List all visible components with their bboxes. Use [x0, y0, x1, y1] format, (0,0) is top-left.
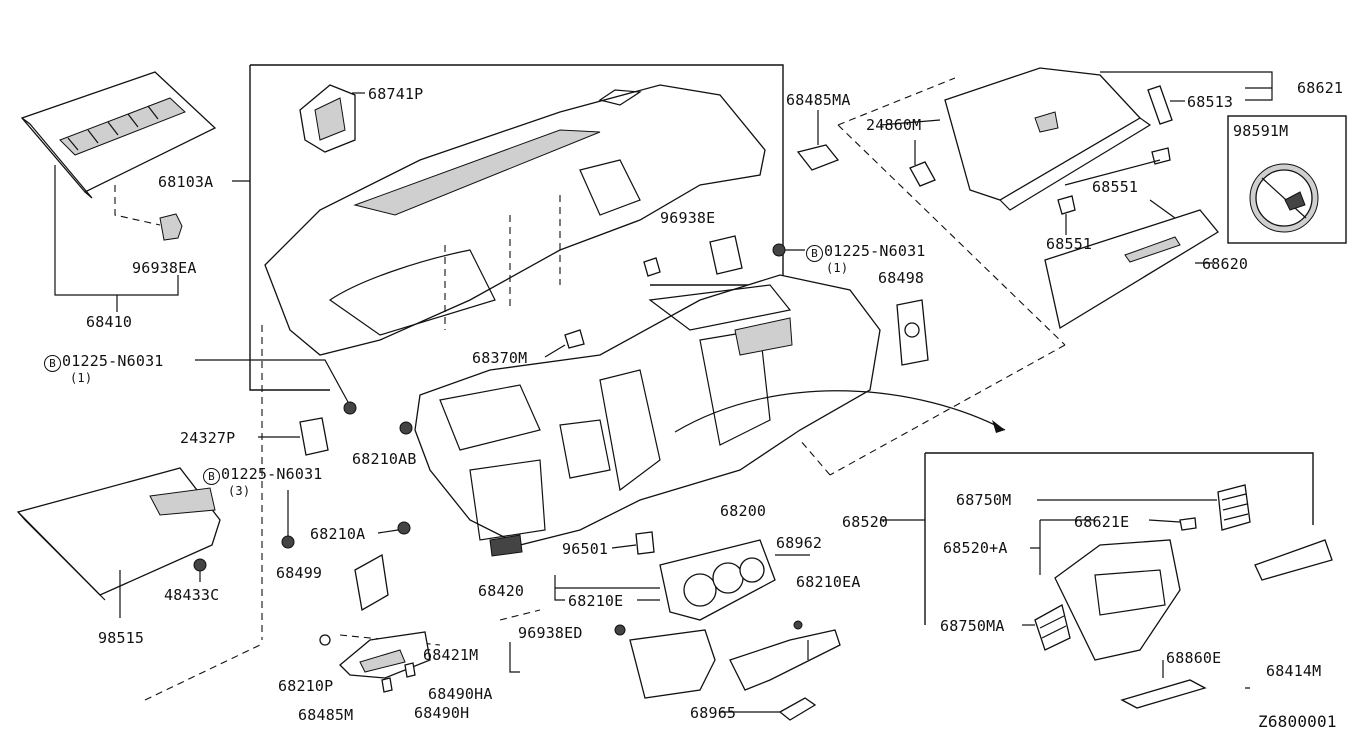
callout-68750M: 68750M [956, 491, 1012, 509]
callout-01225-left-text: 01225-N6031 [62, 352, 164, 370]
clip-68210EA [793, 620, 803, 630]
bracket-68370M [564, 329, 585, 349]
callout-96501: 96501 [562, 540, 609, 558]
clip-96938ED [614, 624, 626, 636]
callout-68490H: 68490H [414, 704, 470, 722]
group-box-upper-panel [249, 64, 784, 391]
bracket-68499 [354, 553, 389, 612]
bracket-68414M [1120, 660, 1250, 709]
bracket-24327P [299, 417, 329, 456]
callout-96938ED: 96938ED [518, 624, 583, 642]
callout-68499: 68499 [276, 564, 323, 582]
callout-68210AB: 68210AB [352, 450, 417, 468]
bracket-right-68520 [1254, 539, 1333, 581]
callout-98591M: 98591M [1233, 122, 1289, 140]
clip-96938EA [114, 185, 183, 241]
callout-68551-b: 68551 [1046, 235, 1093, 253]
callout-68210P: 68210P [278, 677, 334, 695]
callout-68410: 68410 [86, 313, 133, 331]
bolt-01225-mid [281, 490, 295, 549]
callout-68485MA: 68485MA [786, 91, 851, 109]
callout-68750MA: 68750MA [940, 617, 1005, 635]
callout-01225-top-text: 01225-N6031 [824, 242, 926, 260]
callout-01225-top-qty: (1) [826, 261, 849, 275]
callout-68621: 68621 [1297, 79, 1344, 97]
vent-68750MA [1034, 604, 1071, 651]
callout-68414M: 68414M [1266, 662, 1322, 680]
callout-68370M: 68370M [472, 349, 528, 367]
callout-01225-mid-text: 01225-N6031 [221, 465, 323, 483]
side-vent-68741P [299, 84, 356, 153]
callout-68962: 68962 [776, 534, 823, 552]
vent-68750M [1217, 484, 1251, 531]
glove-box-68620 [1044, 199, 1219, 330]
cover-98515 [16, 467, 221, 618]
callout-01225-left-qty: (1) [70, 371, 93, 385]
center-bezel-68520A [1054, 539, 1181, 661]
switch-panel-68485M [319, 631, 431, 693]
callout-96938E: 96938E [660, 209, 716, 227]
bracket-96938E [643, 257, 661, 277]
striker-68551 [1057, 147, 1171, 235]
glove-box-dash-frame [799, 71, 1273, 476]
cluster-bezel-68420 [554, 539, 776, 621]
callout-01225-mid-qty: (3) [228, 484, 251, 498]
label-box-98591M [1227, 115, 1347, 244]
bolt-01225-left [195, 359, 357, 415]
bracket-68485MA [796, 110, 840, 171]
switch-24860M [909, 140, 936, 187]
glove-box-lid-68621 [944, 67, 1152, 211]
callout-24327P: 24327P [180, 429, 236, 447]
leader-lines [232, 92, 1217, 713]
instrument-panel-upper-68103A [264, 84, 766, 356]
bracket-68498 [896, 299, 929, 366]
callout-68210E: 68210E [568, 592, 624, 610]
callout-68621E: 68621E [1074, 513, 1130, 531]
callout-68860E: 68860E [1166, 649, 1222, 667]
group-bracket-68410 [54, 165, 179, 312]
b-marker-icon: B [44, 355, 61, 372]
callout-68421M: 68421M [423, 646, 479, 664]
diagram-code: Z6800001 [1258, 712, 1337, 731]
b-marker-icon: B [806, 245, 823, 262]
callout-68520: 68520 [842, 513, 889, 531]
callout-68965: 68965 [690, 704, 737, 722]
b-marker-icon: B [203, 468, 220, 485]
callout-98515: 98515 [98, 629, 145, 647]
callout-68741P: 68741P [368, 85, 424, 103]
callout-68210A: 68210A [310, 525, 366, 543]
lid-68421M [509, 629, 716, 699]
clip-68210AB [399, 421, 413, 435]
bolt-01225-top [709, 235, 805, 275]
callout-68551-a: 68551 [1092, 178, 1139, 196]
component-96501 [635, 531, 655, 555]
cover-68965 [778, 697, 817, 721]
callout-68103A: 68103A [158, 173, 214, 191]
callout-68490HA: 68490HA [428, 685, 493, 703]
callout-96938EA: 96938EA [132, 259, 197, 277]
callout-48433C: 48433C [164, 586, 220, 604]
screw-48433C [193, 558, 207, 582]
pocket-68962 [729, 554, 841, 691]
defroster-grille-68410 [20, 71, 217, 199]
callout-24860M: 24860M [866, 116, 922, 134]
clip-68513 [1147, 85, 1173, 125]
bracket-68621E [1179, 517, 1197, 531]
callout-68498: 68498 [878, 269, 925, 287]
clip-68210A [397, 521, 411, 535]
arrow-indicator [674, 390, 1006, 433]
callout-68620: 68620 [1202, 255, 1249, 273]
callout-68520A: 68520+A [943, 539, 1008, 557]
callout-68485M: 68485M [298, 706, 354, 724]
callout-68420: 68420 [478, 582, 525, 600]
callout-68200: 68200 [720, 502, 767, 520]
dash-frame-68200 [414, 274, 881, 557]
callout-68513: 68513 [1187, 93, 1234, 111]
callout-68210EA: 68210EA [796, 573, 861, 591]
